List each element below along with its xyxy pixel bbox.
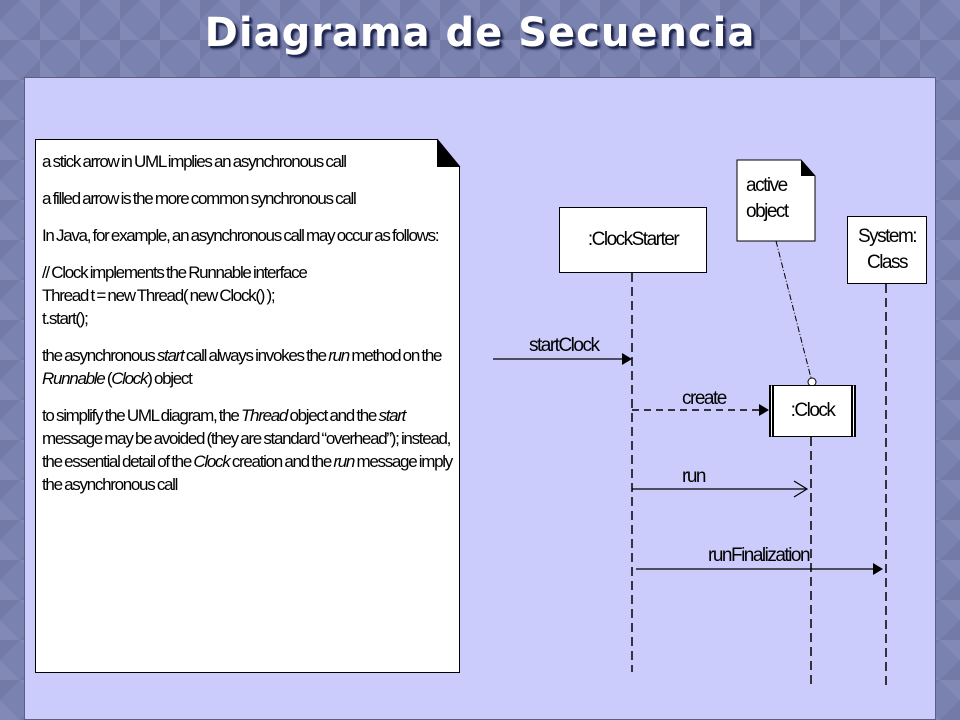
create-arrowhead: [759, 404, 769, 416]
note-paragraph-1: a stick arrow in UML implies an asynchro…: [42, 152, 347, 171]
note-text: a stick arrow in UML implies an asynchro…: [42, 150, 457, 510]
run-finalization-arrowhead: [873, 563, 883, 575]
note-paragraph-5: to simplify the UML diagram, the Thread …: [42, 406, 453, 494]
note-paragraph-3: In Java, for example, an asynchronous ca…: [42, 226, 440, 245]
run-message-label: run: [682, 466, 706, 487]
clockstarter-object: :ClockStarter: [559, 207, 707, 273]
system-class-object: System: Class: [847, 216, 927, 284]
system-class-label-2: Class: [866, 252, 909, 273]
note-code-block: // Clock implements the Runnable interfa…: [42, 261, 457, 330]
start-clock-message-label: startClock: [529, 335, 600, 356]
code-line-2: Thread t = new Thread( new Clock() );: [42, 286, 276, 305]
system-class-label-1: System:: [857, 226, 918, 247]
active-object-anchor: [775, 240, 812, 379]
create-message-label: create: [682, 388, 727, 409]
code-line-3: t.start();: [42, 309, 89, 328]
run-finalization-message-label: runFinalization: [708, 545, 811, 566]
code-line-1: // Clock implements the Runnable interfa…: [42, 263, 308, 282]
note-paragraph-4: the asynchronous start call always invok…: [42, 346, 442, 388]
note-paragraph-2: a filled arrow is the more common synchr…: [42, 189, 357, 208]
slide-title: Diagrama de Secuencia: [204, 10, 756, 56]
active-object-note-shape: [736, 159, 816, 242]
active-object-note-text: active object: [746, 175, 789, 222]
start-clock-arrowhead: [622, 353, 632, 365]
explanation-note: [35, 139, 460, 673]
run-arrowhead: [793, 480, 809, 498]
clock-active-object: :Clock: [769, 385, 856, 437]
